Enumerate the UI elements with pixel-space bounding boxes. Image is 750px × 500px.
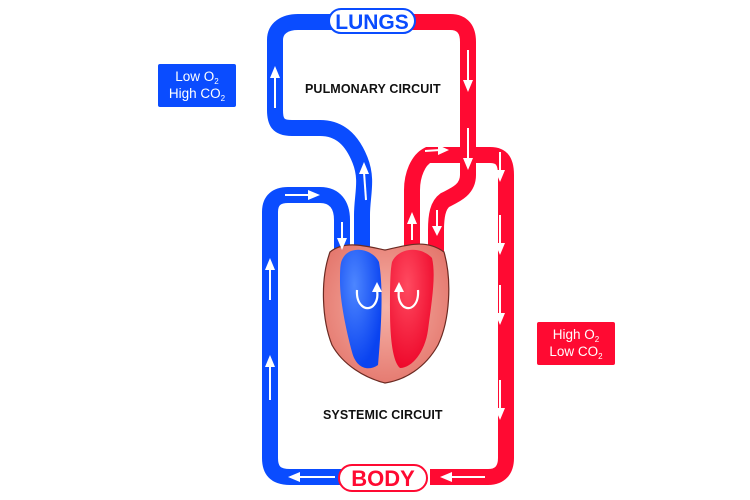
arrow-down-icon bbox=[495, 408, 505, 420]
arrow-up-icon bbox=[265, 258, 275, 270]
arrow-down-icon bbox=[337, 238, 347, 250]
vena-cava-vessel bbox=[262, 187, 350, 485]
low-co2-line: Low CO2 bbox=[549, 344, 603, 361]
arrow-up-icon bbox=[265, 355, 275, 367]
arrow-shaft bbox=[424, 149, 441, 152]
arrow-up-icon bbox=[359, 162, 369, 174]
arrow-up-icon bbox=[270, 66, 280, 78]
lungs-label: LUNGS bbox=[328, 8, 416, 34]
arrow-up-icon bbox=[407, 212, 417, 224]
oxygenated-info-box: High O2 Low CO2 bbox=[537, 322, 615, 365]
deoxygenated-info-box: Low O2 High CO2 bbox=[158, 64, 236, 107]
aorta-vessel bbox=[404, 147, 514, 485]
pulmonary-circuit-label: PULMONARY CIRCUIT bbox=[305, 82, 441, 96]
arrow-down-icon bbox=[495, 170, 505, 182]
pulmonary-artery-vessel bbox=[267, 14, 373, 250]
arrow-shaft bbox=[363, 171, 367, 201]
arrow-right-icon bbox=[308, 190, 320, 200]
low-o2-line: Low O2 bbox=[175, 69, 219, 86]
arrow-down-icon bbox=[495, 243, 505, 255]
heart bbox=[322, 243, 450, 384]
left-heart-arrowhead-icon bbox=[394, 282, 404, 292]
lungs-text: LUNGS bbox=[335, 11, 409, 34]
systemic-circuit-label: SYSTEMIC CIRCUIT bbox=[323, 408, 443, 422]
arrow-down-icon bbox=[463, 80, 473, 92]
arrow-left-icon bbox=[288, 472, 300, 482]
high-co2-line: High CO2 bbox=[168, 86, 226, 103]
right-heart-arrowhead-icon bbox=[372, 282, 382, 292]
arrow-down-icon bbox=[495, 313, 505, 325]
right-heart-flow-arrow bbox=[355, 289, 379, 310]
left-heart-flow-arrow bbox=[397, 289, 420, 310]
arrow-down-icon bbox=[432, 226, 442, 236]
body-label: BODY bbox=[338, 464, 428, 492]
right-heart-chambers bbox=[340, 249, 382, 369]
arrow-down-icon bbox=[463, 158, 473, 170]
body-text: BODY bbox=[351, 466, 415, 491]
arrow-left-icon bbox=[440, 472, 452, 482]
arrow-right-icon bbox=[438, 145, 449, 155]
left-heart-chambers bbox=[390, 249, 434, 368]
high-o2-line: High O2 bbox=[552, 327, 600, 344]
